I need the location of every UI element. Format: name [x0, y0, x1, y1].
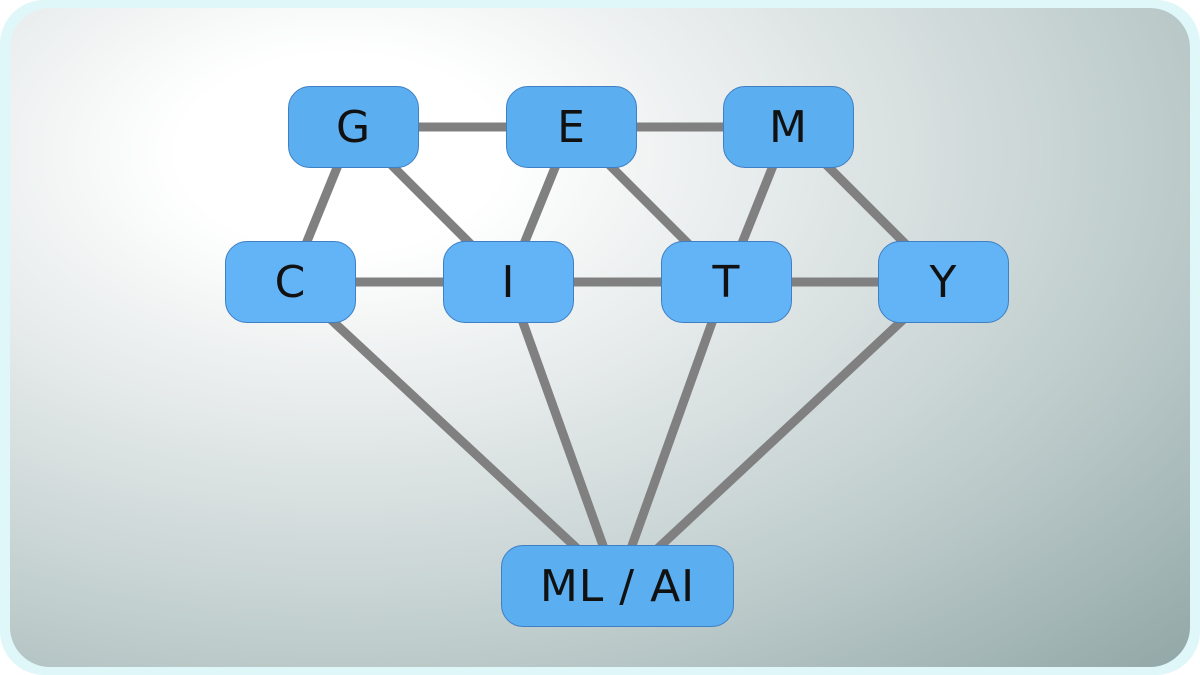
node-label: T	[712, 256, 741, 308]
node-i: I	[443, 241, 574, 323]
node-c: C	[225, 241, 356, 323]
node-ml-ai: ML / AI	[501, 545, 734, 627]
edge-i-mlai	[504, 280, 622, 588]
edge-y-mlai	[614, 278, 947, 590]
node-label: C	[274, 256, 307, 308]
node-label: Y	[929, 256, 958, 308]
node-label: I	[501, 256, 516, 308]
edge-c-mlai	[287, 278, 621, 590]
node-label: G	[335, 101, 372, 153]
node-g: G	[288, 86, 419, 168]
node-m: M	[723, 86, 854, 168]
node-label: M	[769, 101, 808, 153]
node-y: Y	[878, 241, 1009, 323]
node-e: E	[506, 86, 637, 168]
node-label: E	[557, 101, 586, 153]
edge-t-mlai	[613, 280, 731, 588]
node-label: ML / AI	[539, 560, 696, 612]
node-t: T	[661, 241, 792, 323]
